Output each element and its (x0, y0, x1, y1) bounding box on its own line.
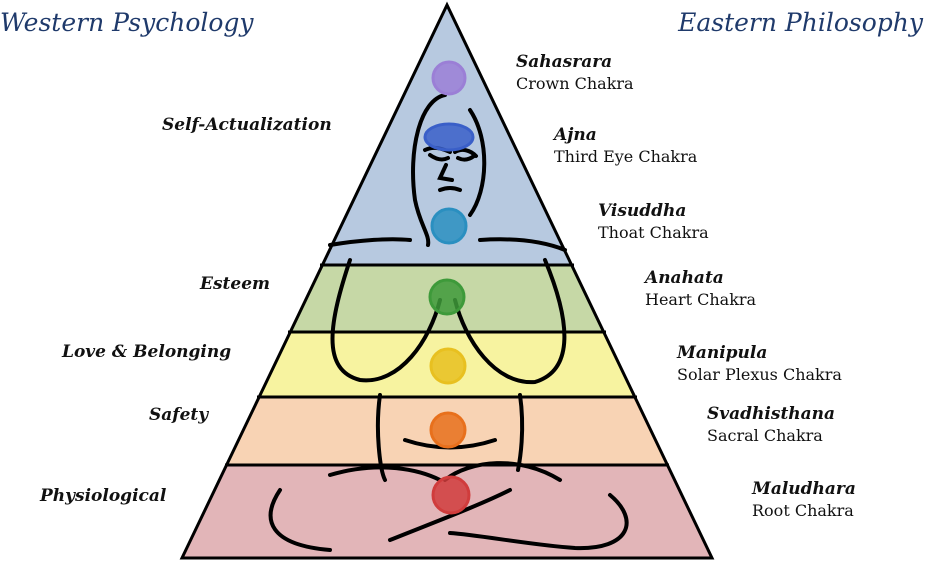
svadhisthana-icon (429, 411, 467, 449)
chakra-desc: Solar Plexus Chakra (677, 365, 842, 384)
eastern-philosophy-heading: Eastern Philosophy (678, 8, 923, 37)
chakra-desc: Root Chakra (752, 501, 854, 520)
visuddha-icon (430, 207, 468, 245)
chakra-desc: Sacral Chakra (707, 426, 823, 445)
level-self-actualization: Self-Actualization (162, 115, 332, 135)
chakra-name: Ajna (554, 125, 597, 145)
maludhara-icon (431, 475, 471, 515)
chakra-name: Anahata (645, 268, 724, 288)
level-physiological: Physiological (40, 486, 167, 506)
pyramid-outline (179, 1, 715, 560)
western-psychology-heading: Western Psychology (0, 8, 254, 37)
chakra-name: Svadhisthana (707, 404, 836, 424)
chakra-name: Maludhara (752, 479, 856, 499)
chakra-name: Manipula (677, 343, 768, 363)
sahasrara-icon (431, 60, 467, 96)
level-safety: Safety (149, 405, 209, 425)
chakra-desc: Heart Chakra (645, 290, 757, 309)
band-dividers (225, 263, 669, 467)
ajna-icon (423, 122, 475, 152)
chakra-name: Sahasrara (516, 52, 613, 72)
chakra-symbols (423, 60, 475, 515)
chakra-desc: Thoat Chakra (598, 223, 709, 242)
chakra-name: Visuddha (598, 201, 687, 221)
anahata-icon (428, 278, 466, 316)
level-love-belonging: Love & Belonging (62, 342, 232, 362)
manipula-icon (429, 347, 467, 385)
level-esteem: Esteem (200, 274, 271, 294)
chakra-desc: Crown Chakra (516, 74, 634, 93)
chakra-desc: Third Eye Chakra (554, 147, 698, 166)
